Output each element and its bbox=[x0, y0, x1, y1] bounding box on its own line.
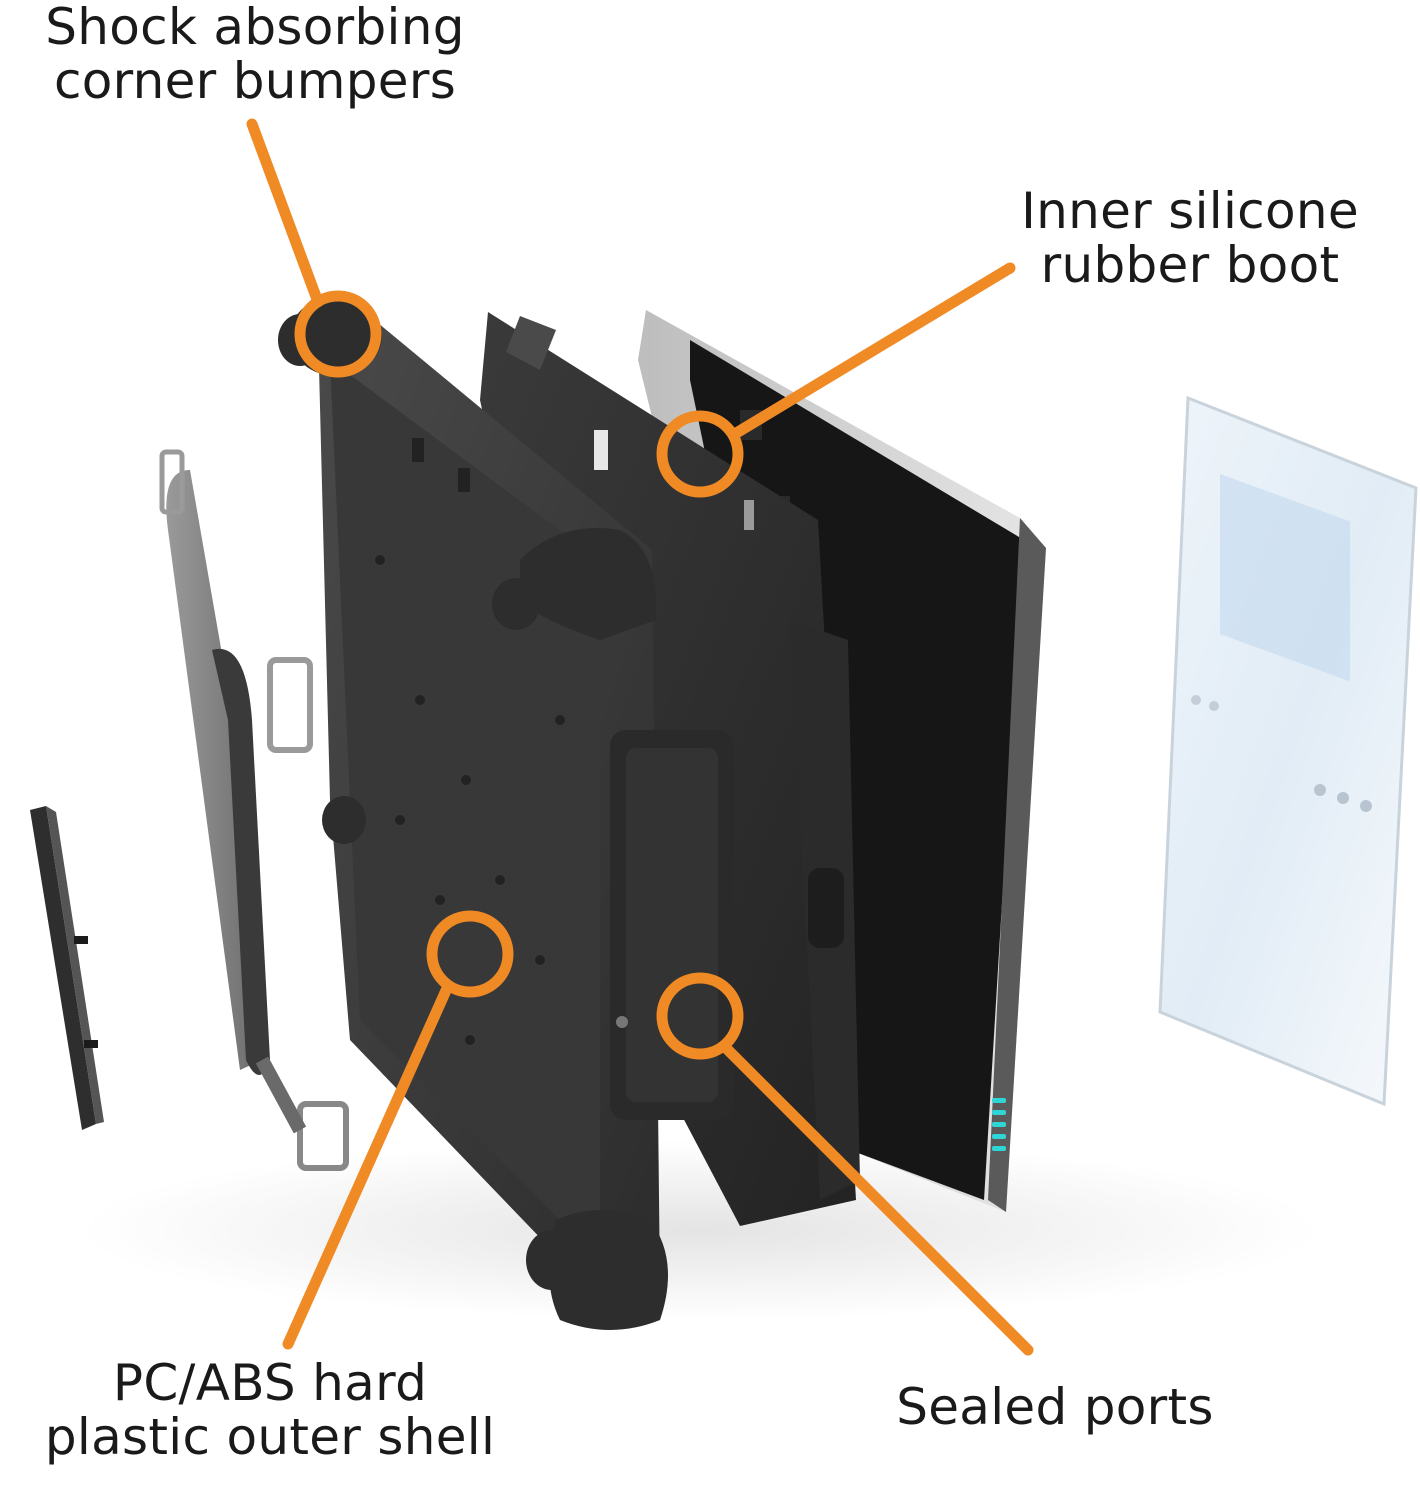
shell-leader-line bbox=[282, 980, 454, 1350]
ports-leader-line bbox=[720, 1042, 1034, 1356]
callout-sealed-ports: Sealed ports bbox=[880, 1380, 1230, 1434]
tablet-status-leds bbox=[992, 1098, 1006, 1151]
sealed-port-flap bbox=[610, 730, 734, 1120]
callout-corner-bumpers-line2: corner bumpers bbox=[53, 52, 457, 110]
bumpers-target-ring bbox=[294, 290, 382, 378]
callout-outer-shell-line2: plastic outer shell bbox=[44, 1408, 496, 1466]
callout-outer-shell: PC/ABS hard plastic outer shell bbox=[20, 1356, 520, 1464]
ports-target-ring bbox=[656, 972, 744, 1060]
callout-pointers bbox=[246, 118, 1034, 1356]
outer-shell bbox=[278, 296, 734, 1330]
shell-target-ring bbox=[426, 910, 514, 998]
screen-protector-glass bbox=[1158, 395, 1418, 1107]
callout-corner-bumpers-line1: Shock absorbing bbox=[45, 0, 465, 56]
callout-silicone-boot-line1: Inner silicone bbox=[1021, 182, 1359, 240]
callout-silicone-boot: Inner silicone rubber boot bbox=[990, 184, 1390, 292]
hand-strap bbox=[159, 449, 349, 1171]
floor-shadow bbox=[80, 1140, 1320, 1320]
boot-leader-line bbox=[732, 262, 1016, 438]
callout-corner-bumpers: Shock absorbing corner bumpers bbox=[30, 0, 480, 108]
callout-silicone-boot-line2: rubber boot bbox=[1040, 236, 1340, 294]
bumpers-leader-line bbox=[246, 118, 324, 308]
shell-mounting-holes bbox=[375, 438, 565, 1045]
corner-bumpers bbox=[278, 296, 668, 1330]
back-plate bbox=[30, 806, 104, 1130]
callout-sealed-ports-line1: Sealed ports bbox=[896, 1378, 1214, 1436]
callout-outer-shell-line1: PC/ABS hard bbox=[112, 1354, 428, 1412]
boot-target-ring bbox=[656, 410, 744, 498]
